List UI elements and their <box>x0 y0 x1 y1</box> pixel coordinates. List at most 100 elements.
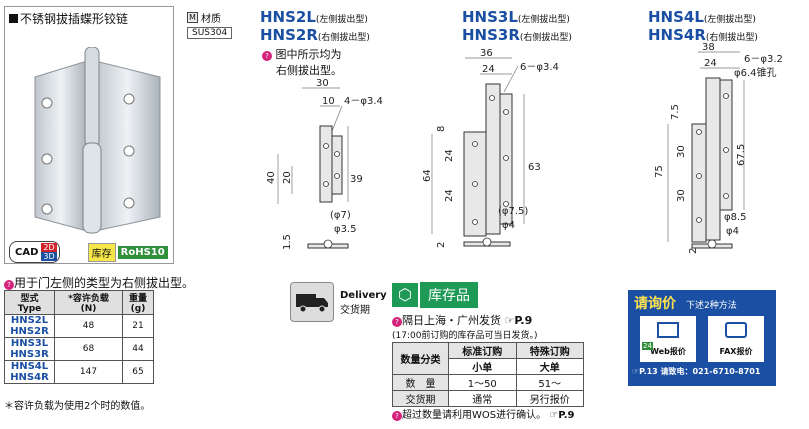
model-code: HNS4L <box>648 8 704 26</box>
table-note: ?用于门左侧的类型为右侧拔出型。 <box>4 274 194 291</box>
stock-icon: ⬡ <box>392 283 418 307</box>
th-load: *容许负载(N) <box>54 290 123 315</box>
dim-24v: 24 <box>444 149 455 162</box>
model-code: HNS3L <box>462 8 518 26</box>
model-code: HNS2L <box>260 8 316 26</box>
stock-header: ⬡ 库存品 <box>392 282 478 308</box>
dim-2: 2 <box>688 248 699 254</box>
th-weight: 重量(g) <box>122 290 154 315</box>
computer-icon <box>657 322 679 338</box>
web-quote-button[interactable]: 24 Web报价 <box>640 316 696 362</box>
material-label: 材质 <box>201 14 221 25</box>
delivery-table: 数量分类 标准订购 特殊订购 小单 大单 数 量 1～50 51～ 交货期 通常… <box>392 342 584 407</box>
rohs-badge: RoHS10 <box>117 245 168 259</box>
material-block: M 材质 SUS304 <box>187 10 233 39</box>
material-value: SUS304 <box>187 27 233 39</box>
figure-note-line: 图中所示均为 <box>275 48 342 61</box>
fax-icon <box>725 322 747 338</box>
figure-note: ? 图中所示均为 右侧拔出型。 <box>262 46 342 78</box>
dim-24v2: 24 <box>444 189 455 202</box>
dim-hole: 6－φ3.4 <box>520 62 559 73</box>
dim-hole2: φ6.4锥孔 <box>734 67 777 79</box>
table-row: 数 量 1～50 51～ <box>392 374 584 391</box>
model-note: (左侧拔出型) <box>517 15 570 25</box>
model-code: HNS4R <box>648 26 706 44</box>
dim-hole: 4－φ3.4 <box>344 96 383 107</box>
dim-20: 20 <box>282 171 293 184</box>
model-note: (右侧拔出型) <box>317 33 370 43</box>
dim-75a: 7.5 <box>670 104 681 120</box>
dim-phi75: (φ7.5) <box>498 206 528 217</box>
figure-note-line: 右侧拔出型。 <box>276 64 342 77</box>
dim-39: 39 <box>350 174 363 185</box>
fax-quote-button[interactable]: FAX报价 <box>708 316 764 362</box>
dim-75: 75 <box>654 165 665 178</box>
model-note: (右侧拔出型) <box>519 33 572 43</box>
cad-3d: 3D <box>41 252 57 261</box>
drawing-hns4: 38 24 6－φ3.2 φ6.4锥孔 7.5 75 30 30 67.5 φ8… <box>654 42 783 254</box>
dim-24: 24 <box>704 58 717 69</box>
dim-8: 8 <box>436 126 447 132</box>
model-hns2: HNS2L(左侧拔出型) HNS2R(右侧拔出型) <box>260 8 370 44</box>
dim-64: 64 <box>422 169 433 182</box>
stock-label: 库存品 <box>420 282 478 308</box>
dim-40: 40 <box>266 171 277 184</box>
dim-10: 10 <box>322 96 335 107</box>
dim-30b: 30 <box>676 189 687 202</box>
web-badge: 24 <box>642 342 653 350</box>
dim-phi4: φ4 <box>726 226 739 237</box>
material-icon: M <box>187 12 198 23</box>
title-row: 不锈钢拔插蝶形铰链 <box>9 10 128 27</box>
table-row: 交货期 通常 另行报价 <box>392 390 584 407</box>
model-note: (左侧拔出型) <box>315 15 368 25</box>
info-icon: ? <box>262 51 272 61</box>
dim-2: 2 <box>436 242 447 248</box>
delivery-footer: ?超过数量请利用WOS进行确认。 ☞P.9 <box>392 406 575 421</box>
model-note: (左侧拔出型) <box>703 15 756 25</box>
dim-675: 67.5 <box>736 144 747 166</box>
model-hns4: HNS4L(左侧拔出型) HNS4R(右侧拔出型) <box>648 8 758 44</box>
dim-phi4: φ4 <box>502 220 515 231</box>
dim-phi35: φ3.5 <box>334 224 357 235</box>
quote-sub: 下述2种方法 <box>686 301 737 311</box>
dim-30: 30 <box>676 145 687 158</box>
info-icon: ? <box>392 411 402 421</box>
dim-36: 36 <box>480 48 493 59</box>
hinge-photo <box>34 47 161 234</box>
cad-2d: 2D <box>41 243 57 252</box>
model-code: HNS2R <box>260 26 318 44</box>
dim-63: 63 <box>528 162 541 173</box>
delivery-label: Delivery 交货期 <box>340 290 387 316</box>
delivery-line2: (17:00前订购的库存品可当日发货。) <box>392 331 538 341</box>
title-square-icon <box>9 14 18 23</box>
product-photo-panel: 不锈钢拔插蝶形铰链 CAD 2D 3D 库存 RoHS10 <box>4 6 174 264</box>
badges-row: CAD 2D 3D 库存 RoHS10 <box>9 241 168 263</box>
model-code: HNS3R <box>462 26 520 44</box>
model-note: (右侧拔出型) <box>705 33 758 43</box>
info-icon: ? <box>392 317 402 327</box>
info-icon: ? <box>4 280 14 290</box>
truck-icon <box>290 282 334 322</box>
model-hns3: HNS3L(左侧拔出型) HNS3R(右侧拔出型) <box>462 8 572 44</box>
quote-title: 请询价 <box>634 296 676 312</box>
quote-box[interactable]: 请询价 下述2种方法 24 Web报价 FAX报价 ☞P.13 请致电：021-… <box>628 290 776 386</box>
dim-24: 24 <box>482 64 495 75</box>
dim-30: 30 <box>316 78 329 89</box>
cad-label: CAD <box>15 246 39 258</box>
cad-badge[interactable]: CAD 2D 3D <box>9 241 60 263</box>
table-note-text: 用于门左侧的类型为右侧拔出型。 <box>14 276 195 290</box>
dim-phi7: (φ7) <box>330 210 351 221</box>
stock-badge: 库存 <box>87 242 116 262</box>
dim-15: 1.5 <box>282 234 293 250</box>
dim-38: 38 <box>702 42 715 53</box>
table-footnote: ＊容许负载为使用2个时的数值。 <box>4 401 151 412</box>
drawing-hns2: 30 10 4－φ3.4 40 20 39 (φ7) φ3.5 1.5 <box>266 78 383 250</box>
dim-hole1: 6－φ3.2 <box>744 54 783 65</box>
delivery-line1: ?隔日上海・广州发货 ☞P.9 <box>392 312 532 328</box>
quote-footer: ☞P.13 请致电：021-6710-8701 <box>632 367 761 376</box>
